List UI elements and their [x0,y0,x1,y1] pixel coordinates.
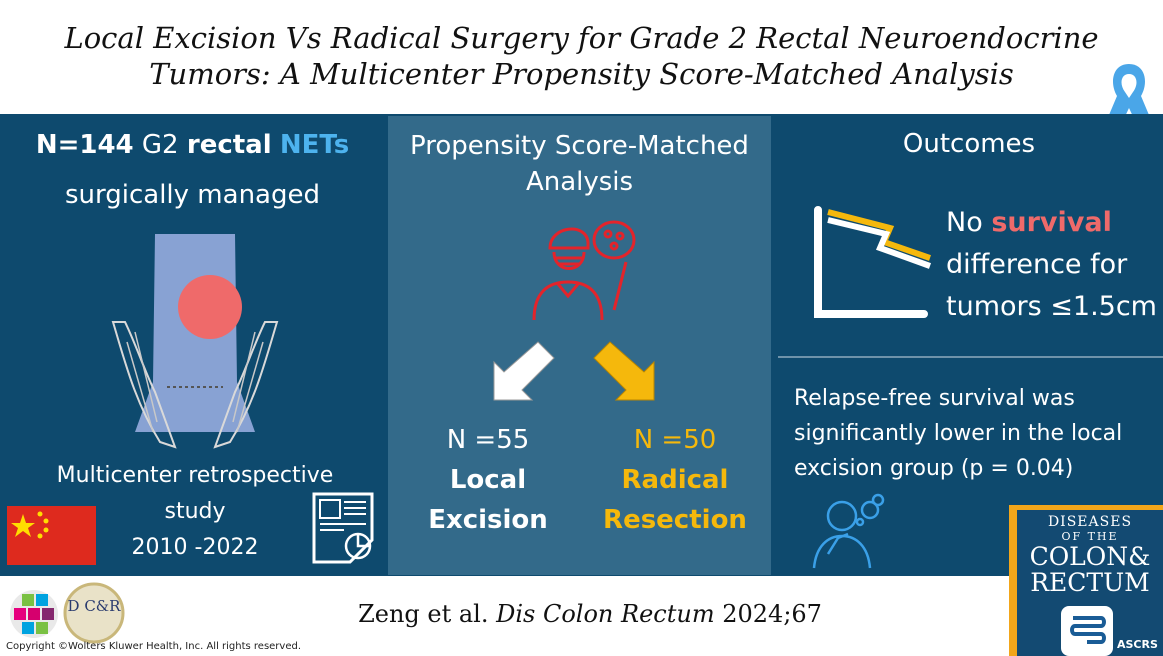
radical-label: Radical [621,465,729,495]
relapse-finding: Relapse-free survival was significantly … [794,381,1159,486]
wolters-kluwer-logo-icon [10,590,58,638]
grade-label: G2 [141,130,179,160]
relapse-line-1: Relapse-free survival was [794,386,1075,411]
journal-line-1: DISEASES [1047,514,1133,530]
survival-curve-icon [814,206,932,318]
local-label: Local [449,465,527,495]
relapse-line-3: excision group (p = 0.04) [794,456,1074,481]
china-flag-icon [7,506,96,565]
footer [0,576,1163,656]
journal-cover-inner: DISEASES OF THE COLON& RECTUM ASCRS [1017,510,1163,656]
rectal-label: rectal [186,130,272,160]
radical-resection-group: N =50 Radical Resection [590,422,760,538]
header: Local Excision Vs Radical Surgery for Gr… [0,0,1163,142]
report-document-icon [312,492,374,564]
excision-label: Excision [428,505,548,535]
psm-title-line-1: Propensity Score-Matched [410,131,749,161]
local-excision-count: N =55 [446,425,530,455]
citation: Zeng et al. Dis Colon Rectum 2024;67 [270,600,910,628]
relapse-line-2: significantly lower in the local [794,421,1123,446]
page-title: Local Excision Vs Radical Surgery for Gr… [0,20,1163,92]
citation-year: 2024;67 [722,600,822,628]
cohort-subheading: surgically managed [65,180,320,210]
journal-emblem-icon [1061,606,1113,656]
middle-column [388,116,771,575]
nets-label: NETs [279,130,350,160]
psm-heading: Propensity Score-Matched Analysis [388,128,771,200]
journal-badge: ASCRS [1117,638,1158,651]
title-line-1: Local Excision Vs Radical Surgery for Gr… [64,21,1099,55]
cohort-heading: N=144 G2 rectal NETs [0,130,385,160]
arrow-down-right-icon [593,341,655,401]
dcr-logo-icon [63,582,125,644]
journal-line-4: RECTUM [1030,568,1150,597]
no-label: No [946,207,983,238]
section-divider [778,356,1163,358]
citation-journal: Dis Colon Rectum [496,600,715,628]
study-line-2: study [164,499,226,524]
psm-title-line-2: Analysis [525,167,634,197]
journal-line-3: COLON& [1029,542,1151,571]
tumor-size-label: tumors ≤1.5cm [946,291,1157,322]
citation-authors: Zeng et al. [358,600,489,628]
dcr-logo-text: D C&R [67,597,121,615]
journal-line-2: OF THE [1061,530,1119,543]
arrow-down-left-icon [493,341,555,401]
thinking-person-icon [812,493,885,569]
survival-label: survival [991,207,1112,238]
cohort-size: N=144 [35,130,134,160]
resection-label: Resection [603,505,747,535]
radical-resection-count: N =50 [633,425,717,455]
title-line-2: Tumors: A Multicenter Propensity Score-M… [149,57,1014,91]
study-years: 2010 -2022 [131,535,259,560]
outcomes-heading: Outcomes [902,129,1036,159]
local-excision-group: N =55 Local Excision [418,422,558,538]
difference-label: difference for [946,249,1128,280]
study-line-1: Multicenter retrospective [56,463,334,488]
study-description: Multicenter retrospective study 2010 -20… [40,458,350,566]
surgeon-icon [532,220,636,321]
copyright-notice: Copyright ©Wolters Kluwer Health, Inc. A… [6,641,302,652]
rectum-illustration-icon [111,234,279,449]
survival-finding: No survival difference for tumors ≤1.5cm [946,202,1161,328]
